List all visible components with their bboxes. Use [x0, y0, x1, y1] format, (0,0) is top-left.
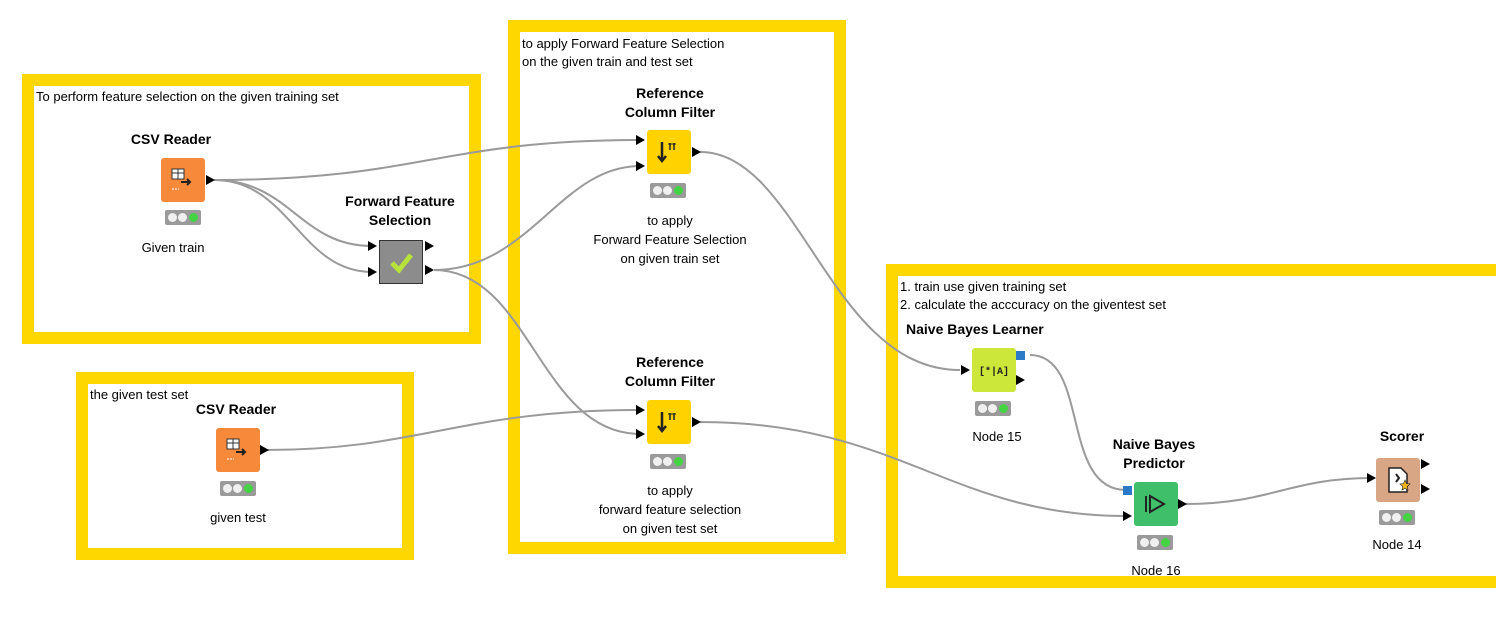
csv-test-out-port[interactable] [260, 445, 269, 455]
ffs-out-port-1[interactable] [425, 241, 434, 251]
csv-reader-test-node[interactable] [216, 428, 260, 472]
wire-test-to-rcf [265, 409, 641, 451]
rcf-train-in-port-1[interactable] [636, 135, 645, 145]
csv-reader-train-node[interactable] [161, 158, 205, 202]
table-arrow-icon [171, 168, 192, 190]
reference-column-filter-test-node[interactable] [647, 400, 691, 444]
csv-reader-train-title: CSV Reader [130, 131, 212, 147]
nb-learner-label[interactable]: Node 15 [972, 429, 1022, 444]
check-icon [390, 253, 413, 274]
nb-predictor-label[interactable]: Node 16 [1131, 563, 1181, 578]
ffs-in-port-2[interactable] [368, 267, 377, 277]
naive-bayes-learner-node[interactable]: [*|A] [972, 348, 1016, 392]
rcf-train-label[interactable]: to apply Forward Feature Selection on gi… [593, 213, 747, 266]
annotation-training[interactable]: To perform feature selection on the give… [22, 74, 481, 344]
rcf-train-status-light [650, 183, 686, 198]
csv-train-status-light [165, 210, 201, 225]
rcf-test-in-port-2[interactable] [636, 429, 645, 439]
scorer-out-port-2[interactable] [1421, 484, 1430, 494]
column-filter-icon [657, 142, 676, 164]
wire-train-to-ffs2 [213, 179, 373, 273]
scorer-in-port[interactable] [1367, 473, 1376, 483]
learner-icon: [*|A] [979, 366, 1009, 378]
scorer-label[interactable]: Node 14 [1372, 537, 1422, 552]
nb-predictor-status-light [1137, 535, 1173, 550]
annotation-training-text: To perform feature selection on the give… [36, 89, 339, 104]
wire-ffs-to-rcf-test [433, 269, 641, 435]
rcf-test-out-port[interactable] [692, 417, 701, 427]
naive-bayes-predictor-node[interactable] [1134, 482, 1178, 526]
csv-reader-test-title: CSV Reader [195, 401, 277, 417]
csv-test-status-light [220, 481, 256, 496]
nb-learner-title: Naive Bayes Learner [906, 321, 1044, 337]
nb-learner-in-port[interactable] [961, 365, 970, 375]
csv-train-label[interactable]: Given train [141, 240, 205, 255]
predictor-icon [1145, 494, 1167, 514]
forward-feature-selection-node[interactable] [379, 240, 423, 284]
nb-learner-model-out-port[interactable] [1016, 351, 1025, 360]
column-filter-icon [657, 412, 676, 434]
nb-learner-out-port[interactable] [1016, 375, 1025, 385]
wire-rcf-test-to-predictor [699, 421, 1127, 517]
annotation-filter-text: to apply Forward Feature Selection on th… [522, 36, 725, 69]
scorer-out-port-1[interactable] [1421, 459, 1430, 469]
csv-train-out-port[interactable] [206, 175, 215, 185]
scorer-status-light [1379, 510, 1415, 525]
rcf-train-title: Reference Column Filter [624, 85, 716, 120]
scorer-node[interactable] [1376, 458, 1420, 502]
rcf-train-out-port[interactable] [692, 147, 701, 157]
nb-predictor-out-port[interactable] [1178, 499, 1187, 509]
wire-train-to-rcf [213, 139, 641, 181]
svg-text:[*|A]: [*|A] [979, 366, 1009, 378]
wire-rcf-train-to-learner [699, 151, 961, 371]
wire-ffs-to-rcf-train [433, 165, 641, 271]
ffs-in-port-1[interactable] [368, 241, 377, 251]
annotation-model[interactable]: 1. train use given training set 2. calcu… [886, 264, 1496, 588]
wire-learner-to-predictor [1029, 354, 1127, 491]
rcf-test-status-light [650, 454, 686, 469]
nb-predictor-model-in-port[interactable] [1123, 486, 1132, 495]
ffs-title: Forward Feature Selection [345, 193, 455, 228]
rcf-test-title: Reference Column Filter [624, 354, 716, 389]
rcf-train-in-port-2[interactable] [636, 161, 645, 171]
nb-predictor-title: Naive Bayes Predictor [1112, 436, 1196, 471]
ffs-out-port-2[interactable] [425, 265, 434, 275]
csv-test-label[interactable]: given test [210, 510, 266, 525]
nb-predictor-in-port[interactable] [1123, 511, 1132, 521]
rcf-test-label[interactable]: to apply forward feature selection on gi… [598, 483, 742, 536]
rcf-test-in-port-1[interactable] [636, 405, 645, 415]
table-arrow-icon [226, 438, 247, 460]
nb-learner-status-light [975, 401, 1011, 416]
scorer-title: Scorer [1379, 428, 1425, 444]
annotation-model-text: 1. train use given training set 2. calcu… [900, 279, 1166, 312]
scorer-icon [1388, 467, 1411, 493]
reference-column-filter-train-node[interactable] [647, 130, 691, 174]
wire-predictor-to-scorer [1185, 477, 1373, 505]
annotation-test-text: the given test set [90, 387, 189, 402]
